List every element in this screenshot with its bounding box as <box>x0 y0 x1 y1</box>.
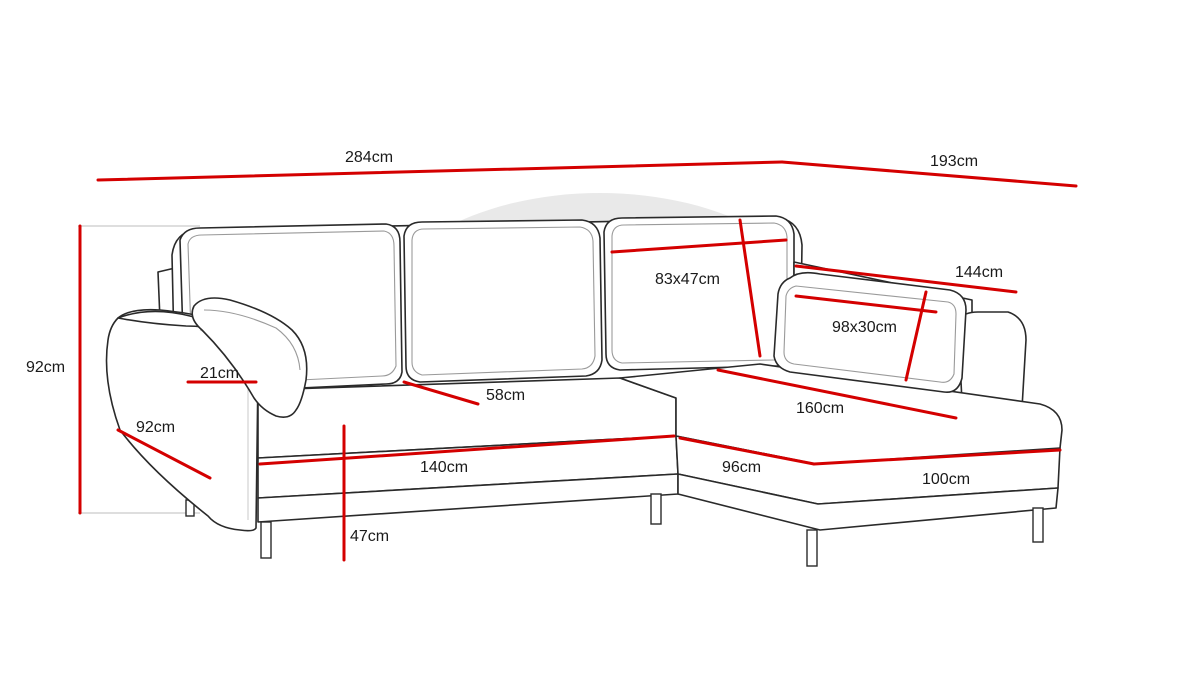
dim-line-seat-depth <box>402 380 480 406</box>
dim-line-chaise-depth <box>780 160 1078 188</box>
label-back-cushion: 83x47cm <box>655 271 720 288</box>
back-cushion-right <box>603 215 795 371</box>
leg-chaise-front <box>806 529 818 567</box>
dim-line-chaise-width <box>812 448 1062 466</box>
label-chaise-back-length: 144cm <box>955 264 1003 281</box>
scatter-cushion-left <box>191 297 308 418</box>
dim-line-chaise-length <box>716 368 958 420</box>
label-total-length: 284cm <box>345 149 393 166</box>
label-chaise-depth: 193cm <box>930 153 978 170</box>
dim-line-total-length <box>96 160 784 182</box>
dim-line-chaise-back <box>794 264 1018 294</box>
label-seat-depth: 58cm <box>486 387 525 404</box>
label-chaise-front: 96cm <box>722 459 761 476</box>
dim-line-small-cushion-v <box>904 290 928 382</box>
dim-line-arm-depth <box>116 428 212 480</box>
dim-line-small-cushion-h <box>794 294 938 314</box>
label-small-cushion: 98x30cm <box>832 319 897 336</box>
label-chaise-width: 100cm <box>922 471 970 488</box>
dimension-lines <box>78 160 1078 562</box>
label-chaise-length: 160cm <box>796 400 844 417</box>
height-guides <box>78 225 200 514</box>
dim-line-seat-width <box>258 434 676 466</box>
leg-front-middle <box>650 493 662 525</box>
dim-line-back-cushion-h <box>610 238 788 254</box>
label-height: 92cm <box>26 359 65 376</box>
dimension-labels: 284cm 193cm 92cm 21cm 92cm 58cm 140cm 47… <box>26 149 1003 545</box>
chaise-plinth <box>677 473 1059 531</box>
label-arm-width: 21cm <box>200 365 239 382</box>
sofa-illustration <box>105 215 1063 567</box>
leg-front-left <box>260 521 272 559</box>
label-seat-height: 47cm <box>350 528 389 545</box>
leg-chaise-right <box>1032 507 1044 543</box>
label-arm-depth: 92cm <box>136 419 175 436</box>
scatter-cushion-right <box>773 271 967 394</box>
dim-line-back-cushion-v <box>738 218 762 358</box>
label-seat-width: 140cm <box>420 459 468 476</box>
dim-line-chaise-front <box>678 436 816 466</box>
back-cushion-middle <box>403 219 603 383</box>
